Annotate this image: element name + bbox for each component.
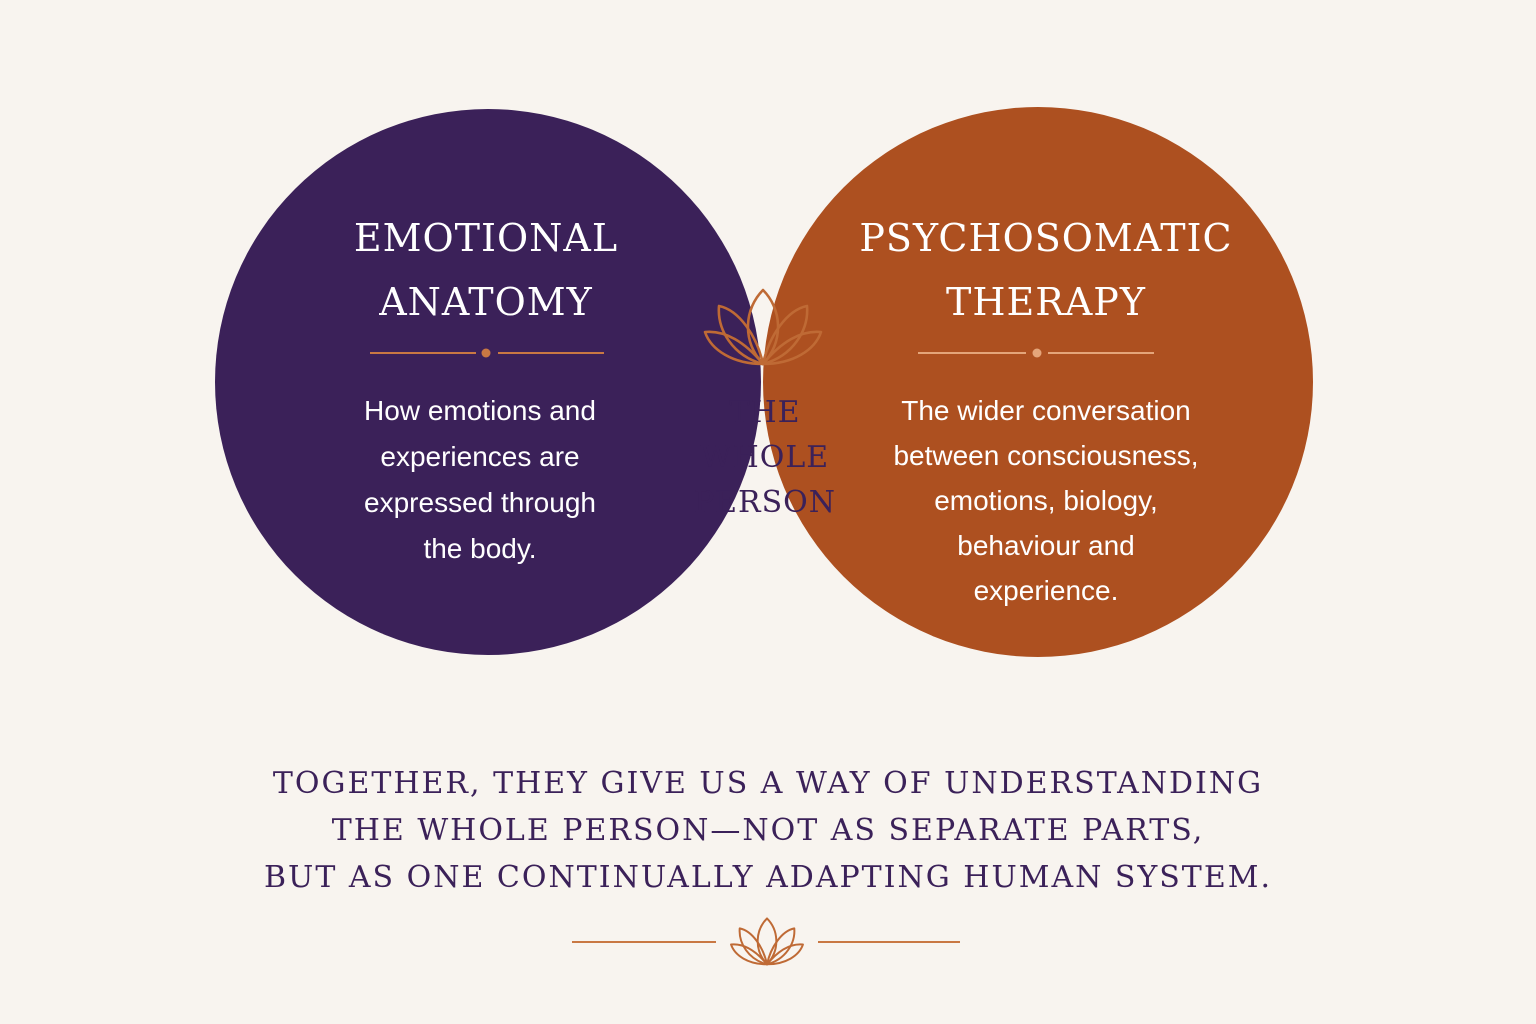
whole-person-label: THE WHOLE PERSON [680, 390, 850, 525]
footer-lotus-icon [730, 917, 804, 966]
left-desc-line: experiences are [380, 441, 580, 472]
right-desc-line: experience. [973, 575, 1119, 606]
right-title-line: THERAPY [946, 280, 1146, 324]
center-label-line: THE [729, 395, 801, 430]
lotus-icon [703, 288, 823, 366]
caption-line: THE WHOLE PERSON—NOT AS SEPARATE PARTS, [331, 813, 1205, 848]
right-divider [918, 348, 1154, 358]
right-desc-line: behaviour and [957, 530, 1135, 561]
left-title-line: ANATOMY [379, 280, 593, 324]
emotional-anatomy-circle [215, 109, 761, 655]
caption-line: TOGETHER, THEY GIVE US A WAY OF UNDERSTA… [272, 766, 1264, 801]
right-desc-line: The wider conversation [901, 395, 1191, 426]
left-title-line: EMOTIONAL [353, 216, 619, 260]
emotional-anatomy-title: EMOTIONAL ANATOMY [286, 206, 686, 334]
emotional-anatomy-description: How emotions and experiences are express… [300, 388, 660, 572]
caption-line: BUT AS ONE CONTINUALLY ADAPTING HUMAN SY… [264, 860, 1272, 895]
right-title-line: PSYCHOSOMATIC [859, 216, 1233, 260]
left-desc-line: the body. [423, 533, 537, 564]
left-desc-line: How emotions and [364, 395, 596, 426]
psychosomatic-therapy-description: The wider conversation between conscious… [866, 388, 1226, 613]
right-desc-line: emotions, biology, [934, 485, 1158, 516]
psychosomatic-therapy-title: PSYCHOSOMATIC THERAPY [836, 206, 1256, 334]
center-label-line: WHOLE [700, 440, 830, 475]
summary-caption: TOGETHER, THEY GIVE US A WAY OF UNDERSTA… [168, 760, 1368, 901]
psychosomatic-therapy-circle [763, 107, 1313, 657]
center-label-line: PERSON [693, 485, 837, 520]
left-divider [370, 348, 604, 358]
right-desc-line: between consciousness, [893, 440, 1199, 471]
left-desc-line: expressed through [364, 487, 596, 518]
